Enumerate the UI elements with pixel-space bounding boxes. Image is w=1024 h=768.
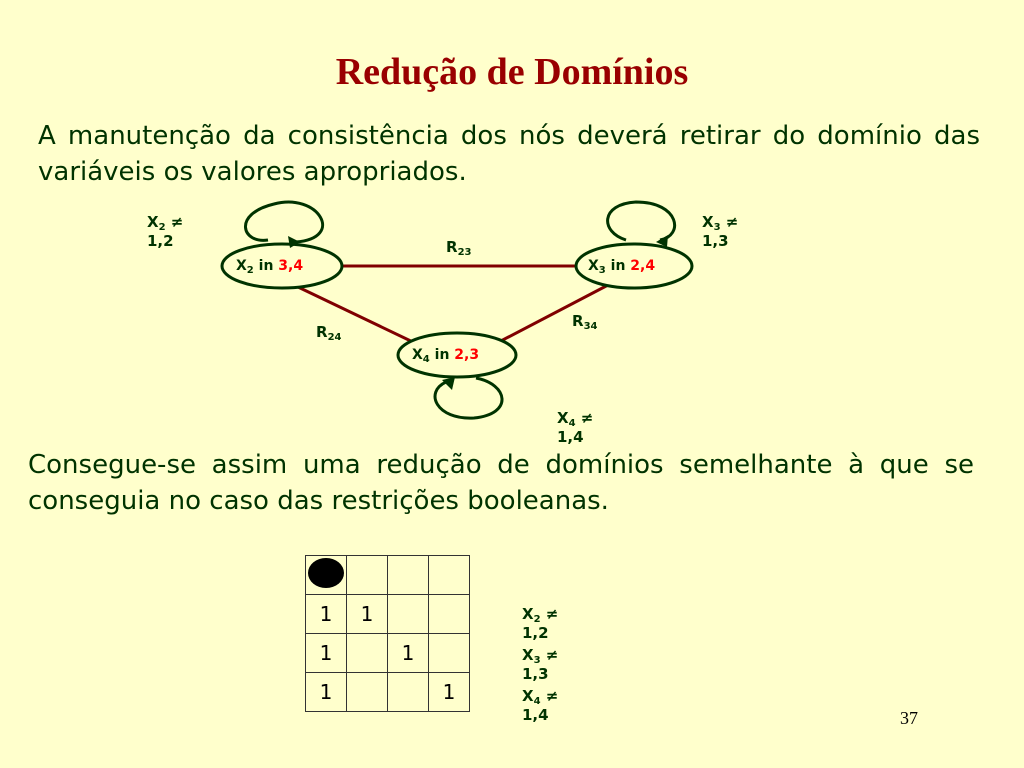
- node-x4: X4 in 2,3: [412, 347, 480, 365]
- board-cell: 1: [305, 672, 347, 712]
- board-cell: [346, 633, 388, 673]
- board-cell: [387, 594, 429, 634]
- board-row: 1 1: [305, 672, 470, 712]
- edge-label-r34: R34: [572, 312, 598, 332]
- board-row: 1 1: [305, 633, 470, 673]
- page-number: 37: [900, 708, 918, 728]
- edge-r24: [297, 285, 416, 345]
- board-cell: [428, 594, 470, 634]
- node-x4-ellipse: [396, 331, 518, 379]
- board-constraint-x2: X2 ≠1,2: [522, 605, 559, 642]
- board-constraint-x3: X3 ≠1,3: [522, 646, 559, 683]
- board-cell: [428, 555, 470, 595]
- self-constraint-x2: X2 ≠1,2: [147, 213, 184, 250]
- board-cell: 1: [428, 672, 470, 712]
- node-x3-ellipse: [574, 242, 694, 290]
- board-cell: [346, 555, 388, 595]
- board-cell: [305, 555, 347, 595]
- board-cell: [428, 633, 470, 673]
- board-row: [305, 555, 470, 595]
- board-row: 1 1: [305, 594, 470, 634]
- node-x2: X2 in 3,4: [236, 258, 304, 276]
- board-cell: 1: [305, 594, 347, 634]
- board-cell: [387, 672, 429, 712]
- node-x2-ellipse: [220, 242, 344, 290]
- queen-marker: [308, 557, 344, 588]
- conclusion-paragraph: Consegue-se assim uma redução de domínio…: [28, 450, 974, 516]
- board-cell: 1: [387, 633, 429, 673]
- self-loop-x4-arrowhead: [442, 377, 455, 390]
- board-grid: 1 1 1 1 1 1: [305, 555, 470, 712]
- board-cell: 1: [346, 594, 388, 634]
- self-loop-x2: [244, 200, 325, 244]
- board-constraint-x4: X4 ≠1,4: [522, 687, 559, 724]
- self-loop-x3: [606, 200, 676, 242]
- self-constraint-x3: X3 ≠1,3: [702, 213, 739, 250]
- edge-label-r24: R24: [316, 323, 342, 343]
- board-cell: [346, 672, 388, 712]
- self-loop-x4: [433, 376, 504, 420]
- node-x3: X3 in 2,4: [588, 258, 656, 276]
- self-loop-x3-arrowhead: [656, 235, 668, 247]
- self-loop-x2-arrowhead: [288, 236, 300, 248]
- board-cell: 1: [305, 633, 347, 673]
- page-title: Redução de Domínios: [335, 51, 689, 93]
- board-cell: [387, 555, 429, 595]
- edge-label-r23: R23: [446, 238, 472, 258]
- edge-r34: [496, 282, 611, 345]
- intro-paragraph: A manutenção da consistência dos nós dev…: [38, 121, 980, 187]
- self-constraint-x4: X4 ≠1,4: [557, 409, 594, 446]
